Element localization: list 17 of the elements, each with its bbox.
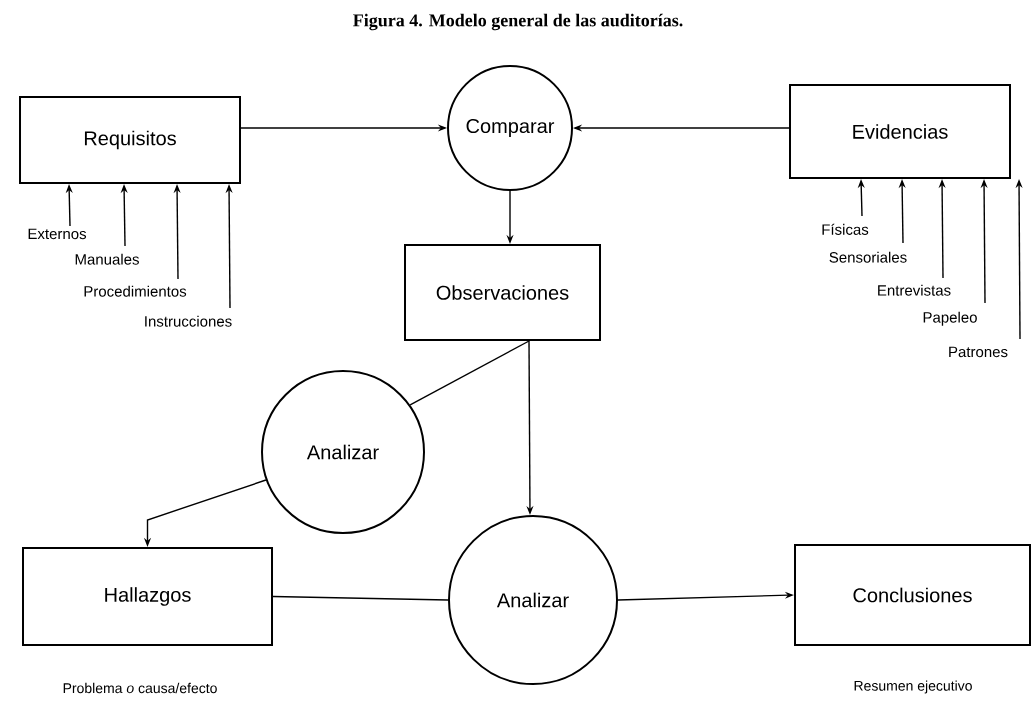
caption-text: Resumen ejecutivo (854, 680, 972, 694)
process-box: Requisitos (19, 96, 241, 184)
input-label: Sensoriales (829, 251, 907, 263)
input-label: Patrones (949, 346, 1008, 358)
process-box: Observaciones (404, 244, 601, 341)
caption-text: Problema o causa/efecto (63, 682, 217, 694)
process-box: Evidencias (789, 84, 1011, 179)
input-label: Externos (28, 228, 87, 240)
input-label: Procedimientos (84, 285, 187, 297)
figure-title: Figura 4. Modelo general de las auditorías. (353, 13, 683, 31)
input-label: Papeleo (923, 311, 977, 326)
process-box: Conclusiones (794, 544, 1031, 646)
process-box: Hallazgos (22, 547, 273, 646)
input-label: Manuales (75, 253, 139, 265)
input-label: Instrucciones (145, 315, 232, 327)
input-label: Físicas (822, 223, 869, 235)
input-label: Entrevistas (878, 284, 951, 296)
